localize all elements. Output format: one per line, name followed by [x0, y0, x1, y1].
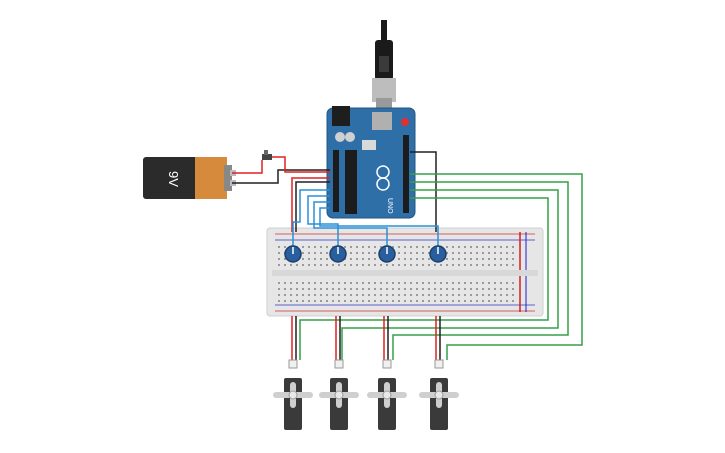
servo-motor[interactable] [319, 359, 359, 430]
potentiometer[interactable] [378, 245, 396, 263]
arduino-model-label: UNO [386, 198, 393, 214]
battery-label: 9V [166, 171, 181, 187]
wires [232, 151, 583, 362]
arduino-uno[interactable]: UNO [326, 106, 416, 219]
battery-9v[interactable] [143, 157, 236, 199]
breadboard [266, 227, 544, 317]
slide-switch[interactable] [262, 150, 272, 160]
servo-motor[interactable] [273, 359, 313, 430]
servo-motor[interactable] [367, 359, 407, 430]
potentiometer[interactable] [329, 245, 347, 263]
potentiometer[interactable] [429, 245, 447, 263]
usb-cable [372, 20, 396, 112]
servo-motor[interactable] [419, 359, 459, 430]
potentiometer[interactable] [284, 245, 302, 263]
